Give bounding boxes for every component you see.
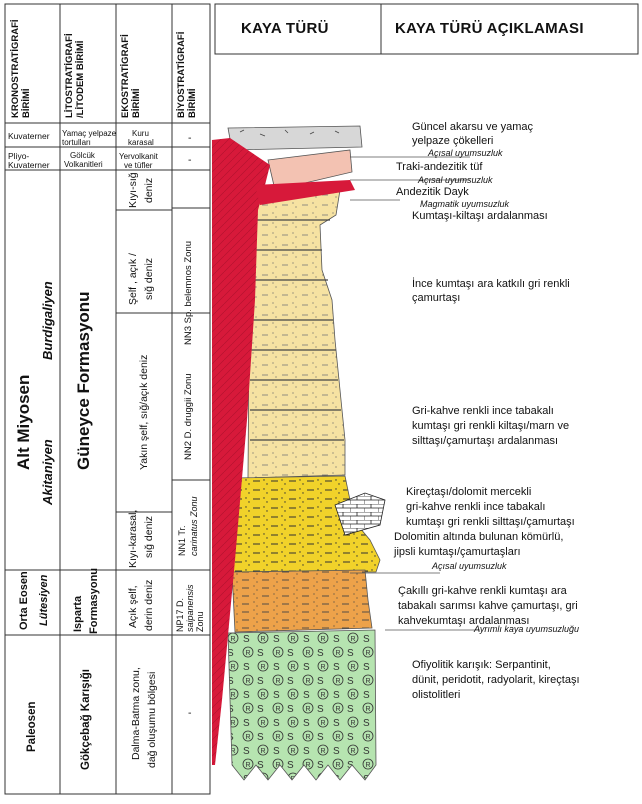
unconformity-5: Ayrımlı kaya uyumsuzluğu [474,624,579,634]
desc-kirec-5: jipsli kumtaşı/çamurtaşları [394,545,521,559]
biyo-dash-3: - [188,707,192,719]
biyo-nn3: NN3 Sp. belemnos Zonu [183,241,195,345]
header-biyostratigrafi: BİYOSTRATİGRAFİ BİRİMİ [176,8,198,118]
unconformity-1: Açısal uyumsuzluk [428,148,503,158]
desc-andezitik: Andezitik Dayk [396,185,469,199]
desc-kumtasi-kiltasi: Kumtaşı-kiltaşı ardalanması [412,209,548,223]
unconformity-4: Açısal uyumsuzluk [432,561,507,571]
desc-ofiyolit: Ofiyolitik karışık: Serpantinit, [412,658,551,672]
eko-acik-self: Açık şelf, [127,585,139,628]
ophiolite-layer [228,630,376,780]
orange-sandstone-layer [232,570,372,632]
lito-gokcebag: Gökçebağ Karışığı [80,669,92,770]
desc-guncel-2: yelpaze çökelleri [412,134,493,148]
desc-grikahve: Gri-kahve renkli ince tabakalı [412,404,554,418]
alluvium-layer [228,126,362,150]
desc-kirec-2: gri-kahve renkli ince tabakalı [406,500,545,514]
krono-kuvaterner-2: Kuvaterner [8,159,50,171]
unconformity-2: Açısal uyumsuzluk [418,175,493,185]
biyo-nn1-2: carinatus Zonu [188,496,200,556]
eko-acik-self-2: derin deniz [143,580,155,631]
biyo-dash-2: - [188,154,192,166]
desc-kirec-4: Dolomitin altında bulunan kömürlü, [394,530,563,544]
header-kronostratigrafi: KRONOSTRATİGRAFİ BİRİMİ [10,8,32,118]
eko-self-acik-2: sığ deniz [143,258,155,300]
krono-paleosen: Paleosen [26,702,38,753]
eko-kiyi-sig-2: deniz [143,178,155,203]
desc-grikahve-3: silttaşı/çamurtaşı ardalanması [412,434,558,448]
header-ekostratigrafi: EKOSTRATİGRAFİ BİRİMİ [120,8,142,118]
krono-lutesiyen: Lütesiyen [38,575,50,626]
krono-orta-eosen: Orta Eosen [18,571,30,630]
desc-ince-2: çamurtaşı [412,291,460,305]
sandstone-layer [248,190,345,478]
header-litostratigrafi: LİTOSTRATİGRAFİ /LİTODEM BİRİMİ [64,8,86,118]
desc-kirec-3: kumtaşı gri renkli silttaşı/çamurtaşı [406,515,575,529]
unconformity-3: Magmatik uyumsuzluk [420,199,509,209]
biyo-nn1: NN1 Tr. [176,525,188,556]
eko-yakin-self: Yakın şelf, sığ/açık deniz [138,355,150,470]
header-kaya-turu: KAYA TÜRÜ [241,20,329,37]
desc-cakilli: Çakıllı gri-kahve renkli kumtaşı ara [398,584,567,598]
eko-dalma-2: dağ oluşumu bölgesi [146,672,158,768]
desc-kirec: Kireçtaşı/dolomit mercekli [406,485,531,499]
eko-kiyi-sig: Kıyı-sığ [127,172,139,208]
legend-table [5,4,210,794]
krono-akitaniyen: Akitaniyen [42,439,54,505]
desc-traki: Traki-andezitik tüf [396,160,482,174]
krono-alt-miyosen: Alt Miyosen [18,375,30,470]
eko-kiyi-karasal-2: sığ deniz [143,516,155,558]
biyo-dash-1: - [188,132,192,144]
biyo-np17-3: Zonu [194,611,206,632]
eko-kuru-2: karasal [128,137,154,149]
desc-ince: İnce kumtaşı ara katkılı gri renkli [412,277,570,291]
biyo-nn2: NN2 D. druggii Zonu [183,373,195,460]
krono-kuvaterner: Kuvaterner [8,130,50,142]
lito-yamac-2: tortulları [62,137,91,149]
lito-guneyce: Güneyce Formasyonu [78,291,90,470]
lito-golcuk-2: Volkanitleri [64,159,103,171]
desc-cakilli-2: tabakalı sarımsı kahve çamurtaşı, gri [398,599,578,613]
desc-grikahve-2: kumtaşı gri renkli kiltaşı/marn ve [412,419,569,433]
krono-burdigaliyen: Burdigaliyen [42,281,54,360]
eko-kiyi-karasal: Kıyı-karasal, [127,510,139,568]
desc-ofiyolit-2: dünit, peridotit, radyolarit, kireçtaşı [412,673,580,687]
lito-isparta: Isparta [72,596,84,632]
header-kaya-turu-aciklamasi: KAYA TÜRÜ AÇIKLAMASI [395,20,584,37]
lito-isparta-2: Formasyonu [88,568,100,634]
desc-guncel: Güncel akarsu ve yamaç [412,120,533,134]
eko-dalma: Dalma-Batma zonu, [130,667,142,760]
eko-self-acik: Şelf , açık / [127,253,139,305]
desc-ofiyolit-3: olistolitleri [412,688,460,702]
eko-yervolk-2: ve tüfler [124,160,152,172]
